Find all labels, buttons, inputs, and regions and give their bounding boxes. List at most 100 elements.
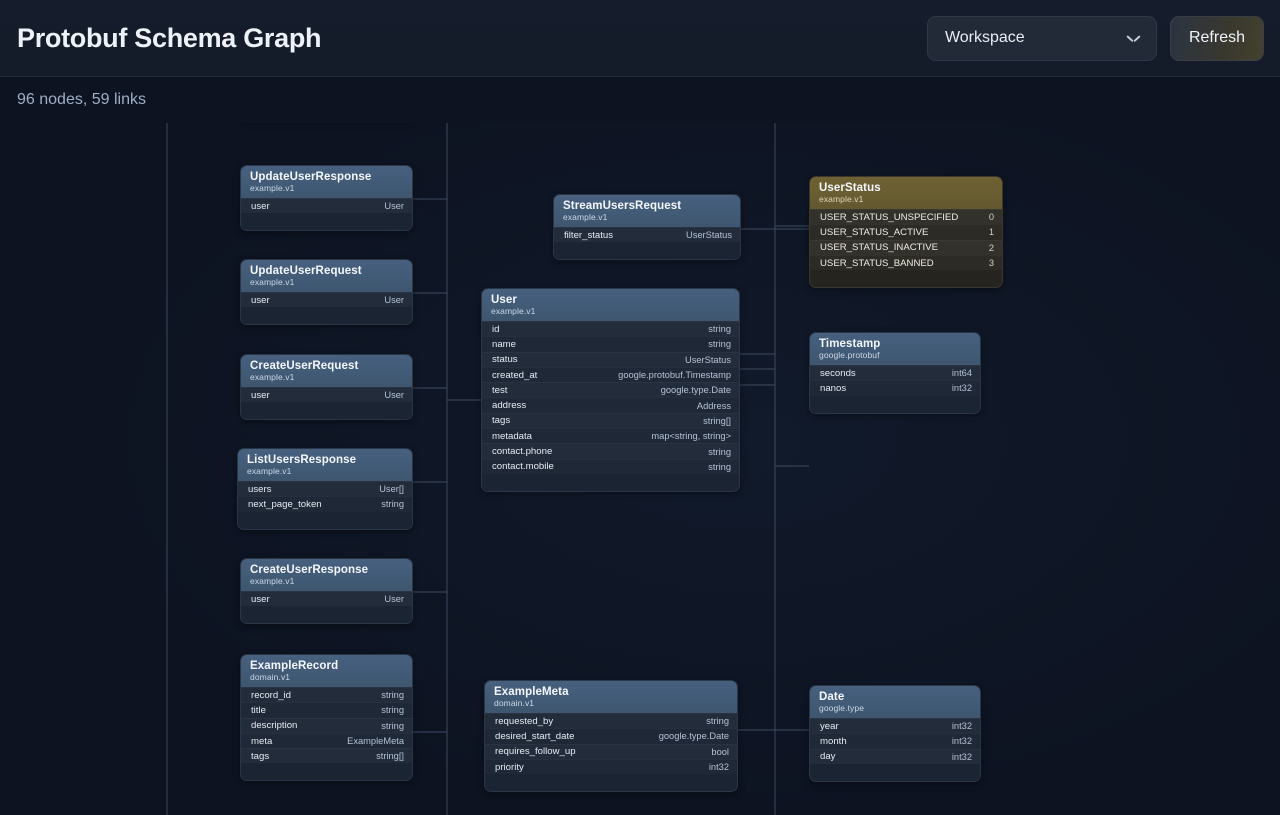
field-type: UserStatus: [686, 230, 732, 241]
field-name: desired_start_date: [495, 730, 575, 742]
node-footer: [241, 213, 412, 231]
field-name: title: [251, 704, 266, 716]
field-type: int32: [951, 736, 972, 747]
field-type: string: [381, 705, 404, 716]
node-footer: [554, 242, 740, 260]
node-field-row[interactable]: record_id string: [241, 686, 412, 703]
node-package: domain.v1: [250, 672, 291, 683]
field-type: string: [381, 690, 404, 701]
field-name: tags: [492, 415, 511, 427]
node-package: google.protobuf: [819, 350, 880, 361]
field-name: address: [492, 400, 527, 412]
node-package: example.v1: [250, 576, 295, 587]
field-type: int32: [951, 751, 972, 762]
node-package: example.v1: [563, 212, 608, 223]
field-type: 2: [988, 242, 994, 253]
field-type: map<string, string>: [651, 431, 731, 442]
field-name: next_page_token: [248, 498, 322, 510]
node-field-row[interactable]: requires_follow_up bool: [485, 743, 737, 759]
node-title: Date: [819, 691, 845, 703]
field-name: USER_STATUS_UNSPECIFIED: [820, 211, 959, 223]
node-package: google.type: [819, 703, 865, 714]
node-title: ExampleRecord: [250, 660, 339, 672]
workspace-select-label: Workspace: [944, 29, 1025, 46]
node-footer: [241, 307, 412, 325]
top-bar: Protobuf Schema Graph Workspace Refresh: [0, 0, 1280, 77]
node-title: UserStatus: [819, 182, 881, 194]
field-name: year: [820, 720, 839, 732]
field-type: string: [708, 324, 731, 335]
refresh-button[interactable]: Refresh: [1169, 15, 1264, 61]
field-type: google.protobuf.Timestamp: [618, 370, 731, 381]
field-name: record_id: [251, 689, 291, 701]
node-field-row[interactable]: tags string[]: [482, 412, 739, 429]
field-name: id: [492, 323, 500, 335]
node-field-row[interactable]: id string: [482, 320, 739, 337]
field-name: user: [251, 593, 270, 605]
field-name: USER_STATUS_ACTIVE: [820, 226, 929, 238]
field-type: string[]: [703, 415, 731, 426]
field-type: string: [706, 716, 729, 727]
node-package: domain.v1: [494, 698, 535, 709]
node-package: example.v1: [247, 466, 292, 477]
field-type: User[]: [379, 484, 404, 495]
workspace-select[interactable]: Workspace: [926, 15, 1157, 61]
refresh-button-label: Refresh: [1188, 29, 1245, 46]
field-name: requires_follow_up: [495, 746, 576, 758]
node-field-row[interactable]: title string: [241, 702, 412, 718]
field-type: bool: [711, 746, 729, 757]
field-name: user: [251, 389, 270, 401]
